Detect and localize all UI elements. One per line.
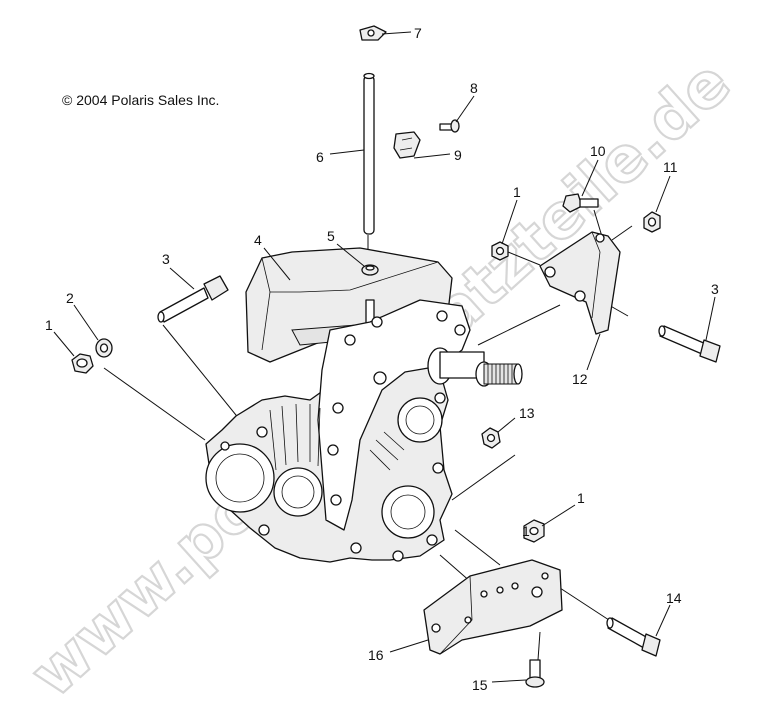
callout-3-right: 3 (711, 281, 719, 297)
callout-9: 9 (454, 147, 462, 163)
part-5-nut (361, 264, 379, 276)
callout-labels: 1 2 1 3 4 5 6 7 8 9 10 1 11 3 12 13 1 14… (45, 25, 719, 693)
nut-part-13 (481, 427, 501, 449)
callout-7: 7 (414, 25, 422, 41)
callout-12: 12 (572, 371, 588, 387)
callout-10: 10 (590, 143, 606, 159)
rod-part-6 (363, 72, 375, 235)
callout-5: 5 (327, 228, 335, 244)
callout-16: 16 (368, 647, 384, 663)
callout-15: 15 (472, 677, 488, 693)
callout-1-lower: 1 (577, 490, 585, 506)
callout-1-left: 1 (45, 317, 53, 333)
bolt-part-10 (562, 193, 599, 213)
leader-lines (103, 209, 633, 661)
transmission-housing (205, 247, 471, 563)
callout-13: 13 (519, 405, 535, 421)
clip-part-9 (393, 131, 421, 159)
callout-leaders (53, 31, 716, 683)
output-shaft (427, 347, 523, 387)
callout-14: 14 (666, 590, 682, 606)
callout-1-right: 1 (522, 523, 530, 539)
bracket-part-16 (423, 559, 563, 655)
bolt-part-3-left (157, 275, 229, 323)
callout-2: 2 (66, 290, 74, 306)
nut-part-11 (643, 211, 661, 233)
washer-part-2 (95, 338, 113, 358)
bolt-part-14 (606, 617, 661, 657)
nut-part-1-lower (523, 519, 545, 543)
copyright-notice: © 2004 Polaris Sales Inc. (62, 92, 220, 108)
clip-part-7 (359, 25, 387, 41)
callout-3-left: 3 (162, 251, 170, 267)
callout-6: 6 (316, 149, 324, 165)
bracket-part-12 (539, 231, 621, 335)
housing-bolts (220, 310, 466, 562)
screw-part-8 (439, 119, 460, 133)
nut-part-1-upper (491, 241, 509, 261)
callout-11: 11 (663, 159, 678, 175)
callout-1-upper: 1 (513, 184, 521, 200)
nut-part-1-left (71, 353, 94, 374)
callout-8: 8 (470, 80, 478, 96)
callout-4: 4 (254, 232, 262, 248)
bolt-part-3-right (658, 325, 721, 363)
bolt-part-15 (525, 659, 545, 688)
